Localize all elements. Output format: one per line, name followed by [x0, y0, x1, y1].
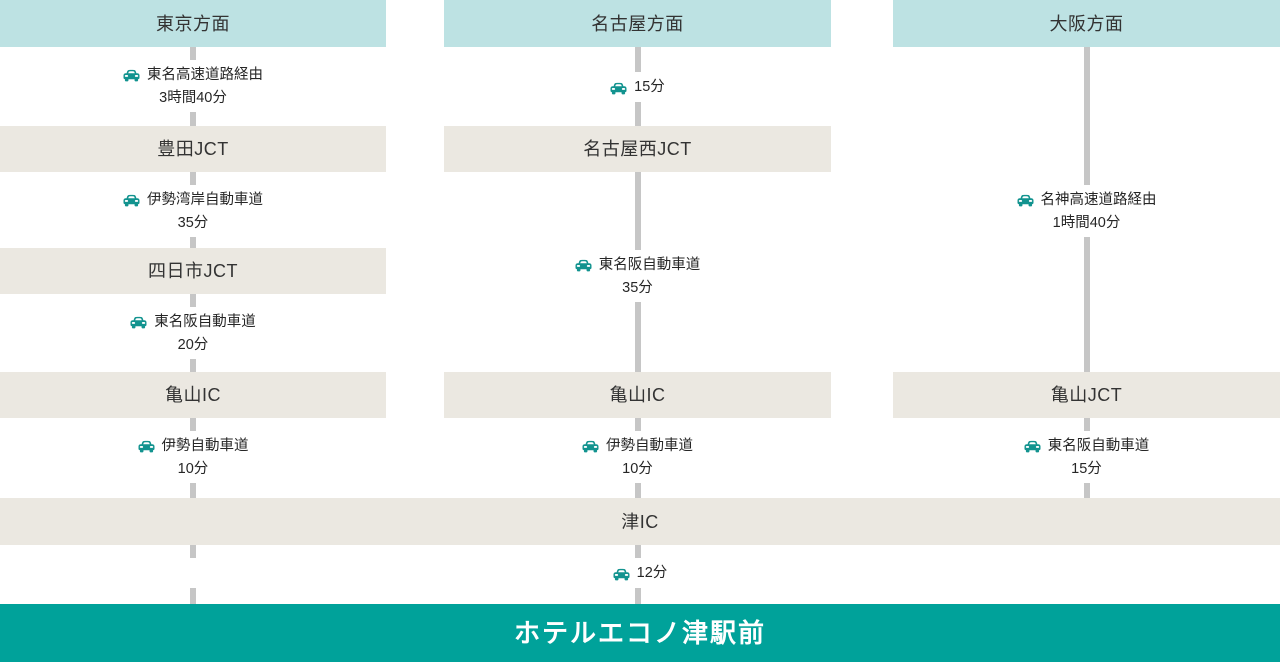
column-header-tokyo-label: 東京方面: [156, 13, 230, 34]
node-yokkaichi-jct: 四日市JCT: [0, 248, 386, 294]
leg-osaka-1: 名神高速道路経由 1時間40分: [893, 185, 1280, 237]
car-icon: [582, 440, 599, 453]
leg-tokyo-1-route-line: 東名高速道路経由: [123, 65, 263, 85]
column-header-osaka-label: 大阪方面: [1049, 13, 1124, 34]
leg-final: 12分: [0, 558, 1280, 588]
leg-tokyo-3-route: 東名阪自動車道: [154, 313, 256, 330]
node-nagoyanishi-jct-label: 名古屋西JCT: [583, 139, 692, 159]
car-icon: [613, 568, 630, 581]
car-icon: [610, 82, 627, 95]
leg-nagoya-3-route: 伊勢自動車道: [606, 437, 693, 454]
car-icon: [123, 194, 140, 207]
node-yokkaichi-jct-label: 四日市JCT: [148, 261, 238, 281]
leg-nagoya-3-route-line: 伊勢自動車道: [582, 436, 693, 456]
node-kameyama-jct: 亀山JCT: [893, 372, 1280, 418]
car-icon: [130, 316, 147, 329]
leg-osaka-2-route-line: 東名阪自動車道: [1024, 436, 1150, 456]
leg-tokyo-4-route-line: 伊勢自動車道: [138, 436, 249, 456]
leg-nagoya-1-route-line: 15分: [610, 77, 665, 97]
node-tsu-ic-label: 津IC: [621, 511, 659, 532]
leg-nagoya-1-route: 15分: [634, 79, 665, 95]
node-toyota-jct-label: 豊田JCT: [157, 139, 229, 159]
car-icon: [1024, 440, 1041, 453]
leg-tokyo-1-route: 東名高速道路経由: [147, 66, 263, 83]
leg-nagoya-3-duration: 10分: [622, 460, 653, 477]
node-kameyama-ic-tokyo-label: 亀山IC: [165, 385, 221, 405]
leg-final-route: 12分: [636, 565, 668, 581]
node-toyota-jct: 豊田JCT: [0, 126, 386, 172]
leg-tokyo-2-route: 伊勢湾岸自動車道: [147, 191, 263, 208]
leg-osaka-1-route-line: 名神高速道路経由: [1017, 190, 1157, 210]
node-kameyama-ic-tokyo: 亀山IC: [0, 372, 386, 418]
node-tsu-ic: 津IC: [0, 498, 1280, 545]
leg-tokyo-3-duration: 20分: [177, 336, 209, 353]
car-icon: [1017, 194, 1034, 207]
leg-osaka-2-duration: 15分: [1071, 460, 1102, 477]
leg-final-route-line: 12分: [613, 563, 668, 583]
leg-tokyo-2-route-line: 伊勢湾岸自動車道: [123, 190, 263, 210]
leg-nagoya-2-route-line: 東名阪自動車道: [575, 255, 701, 275]
terminal-hotel-label: ホテルエコノ津駅前: [513, 618, 766, 648]
leg-tokyo-4-duration: 10分: [177, 460, 209, 477]
node-kameyama-jct-label: 亀山JCT: [1050, 385, 1123, 405]
column-header-nagoya: 名古屋方面: [444, 0, 831, 47]
leg-nagoya-2: 東名阪自動車道 35分: [444, 250, 831, 302]
leg-tokyo-4-route: 伊勢自動車道: [161, 437, 249, 454]
leg-tokyo-2: 伊勢湾岸自動車道 35分: [0, 185, 386, 237]
node-nagoyanishi-jct: 名古屋西JCT: [444, 126, 831, 172]
leg-tokyo-1-duration: 3時間40分: [159, 89, 227, 106]
leg-osaka-2-route: 東名阪自動車道: [1047, 437, 1150, 454]
leg-nagoya-3: 伊勢自動車道 10分: [444, 431, 831, 483]
node-kameyama-ic-nagoya-label: 亀山IC: [609, 385, 666, 405]
leg-nagoya-2-duration: 35分: [622, 279, 653, 296]
terminal-hotel-banner: ホテルエコノ津駅前: [0, 604, 1280, 662]
leg-tokyo-2-duration: 35分: [177, 214, 209, 231]
column-header-tokyo: 東京方面: [0, 0, 386, 47]
column-header-osaka: 大阪方面: [893, 0, 1280, 47]
route-rail-nagoya: [635, 47, 641, 617]
leg-nagoya-1: 15分: [444, 72, 831, 102]
car-icon: [123, 69, 140, 82]
column-header-nagoya-label: 名古屋方面: [591, 13, 684, 34]
leg-tokyo-3-route-line: 東名阪自動車道: [130, 312, 256, 332]
leg-tokyo-3: 東名阪自動車道 20分: [0, 307, 386, 359]
node-kameyama-ic-nagoya: 亀山IC: [444, 372, 831, 418]
route-rail-osaka: [1084, 47, 1090, 517]
leg-tokyo-4: 伊勢自動車道 10分: [0, 431, 386, 483]
leg-tokyo-1: 東名高速道路経由 3時間40分: [0, 60, 386, 112]
leg-osaka-1-route: 名神高速道路経由: [1040, 191, 1157, 208]
car-icon: [138, 440, 155, 453]
leg-osaka-1-duration: 1時間40分: [1052, 214, 1121, 231]
leg-osaka-2: 東名阪自動車道 15分: [893, 431, 1280, 483]
car-icon: [575, 259, 592, 272]
leg-nagoya-2-route: 東名阪自動車道: [598, 256, 701, 273]
